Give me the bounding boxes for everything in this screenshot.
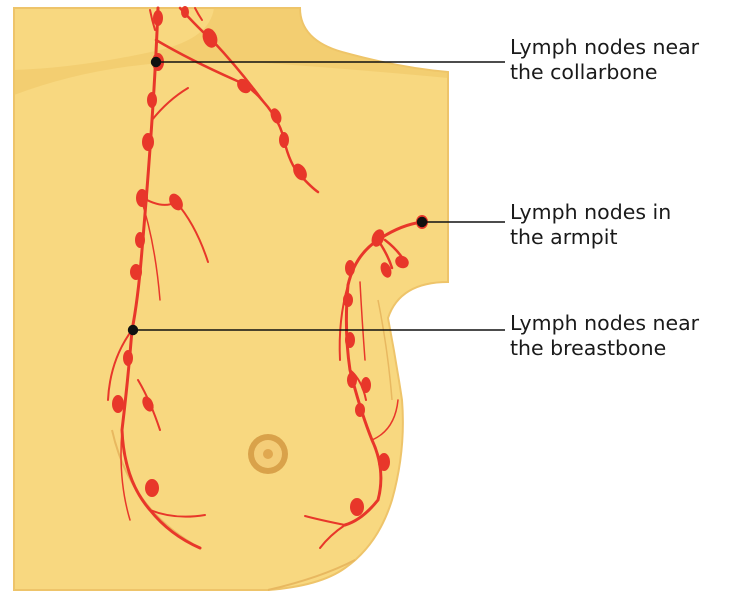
torso-silhouette bbox=[14, 8, 448, 590]
label-collarbone-nodes: Lymph nodes near the collarbone bbox=[510, 35, 725, 85]
node bbox=[347, 372, 357, 388]
label-breastbone-line1: Lymph nodes near bbox=[510, 311, 725, 336]
node bbox=[153, 10, 163, 26]
label-armpit-line2: the armpit bbox=[510, 225, 725, 250]
label-collarbone-line2: the collarbone bbox=[510, 60, 725, 85]
label-collarbone-line1: Lymph nodes near bbox=[510, 35, 725, 60]
node bbox=[361, 377, 371, 393]
node bbox=[136, 189, 148, 207]
node bbox=[130, 264, 142, 280]
leader-dot-armpit bbox=[418, 218, 427, 227]
node bbox=[279, 132, 289, 148]
node bbox=[343, 293, 353, 307]
node bbox=[345, 260, 355, 276]
node bbox=[147, 92, 157, 108]
leader-dot-breastbone bbox=[129, 326, 138, 335]
label-breastbone-line2: the breastbone bbox=[510, 336, 725, 361]
node bbox=[135, 232, 145, 248]
label-armpit-line1: Lymph nodes in bbox=[510, 200, 725, 225]
node bbox=[112, 395, 124, 413]
node bbox=[350, 498, 364, 516]
node bbox=[142, 133, 154, 151]
label-breastbone-nodes: Lymph nodes near the breastbone bbox=[510, 311, 725, 361]
node bbox=[123, 350, 133, 366]
label-armpit-nodes: Lymph nodes in the armpit bbox=[510, 200, 725, 250]
node bbox=[355, 403, 365, 417]
node bbox=[345, 332, 355, 348]
leader-dot-collarbone bbox=[152, 58, 161, 67]
node bbox=[378, 453, 390, 471]
node bbox=[145, 479, 159, 497]
node bbox=[181, 6, 189, 18]
nipple bbox=[263, 449, 273, 459]
